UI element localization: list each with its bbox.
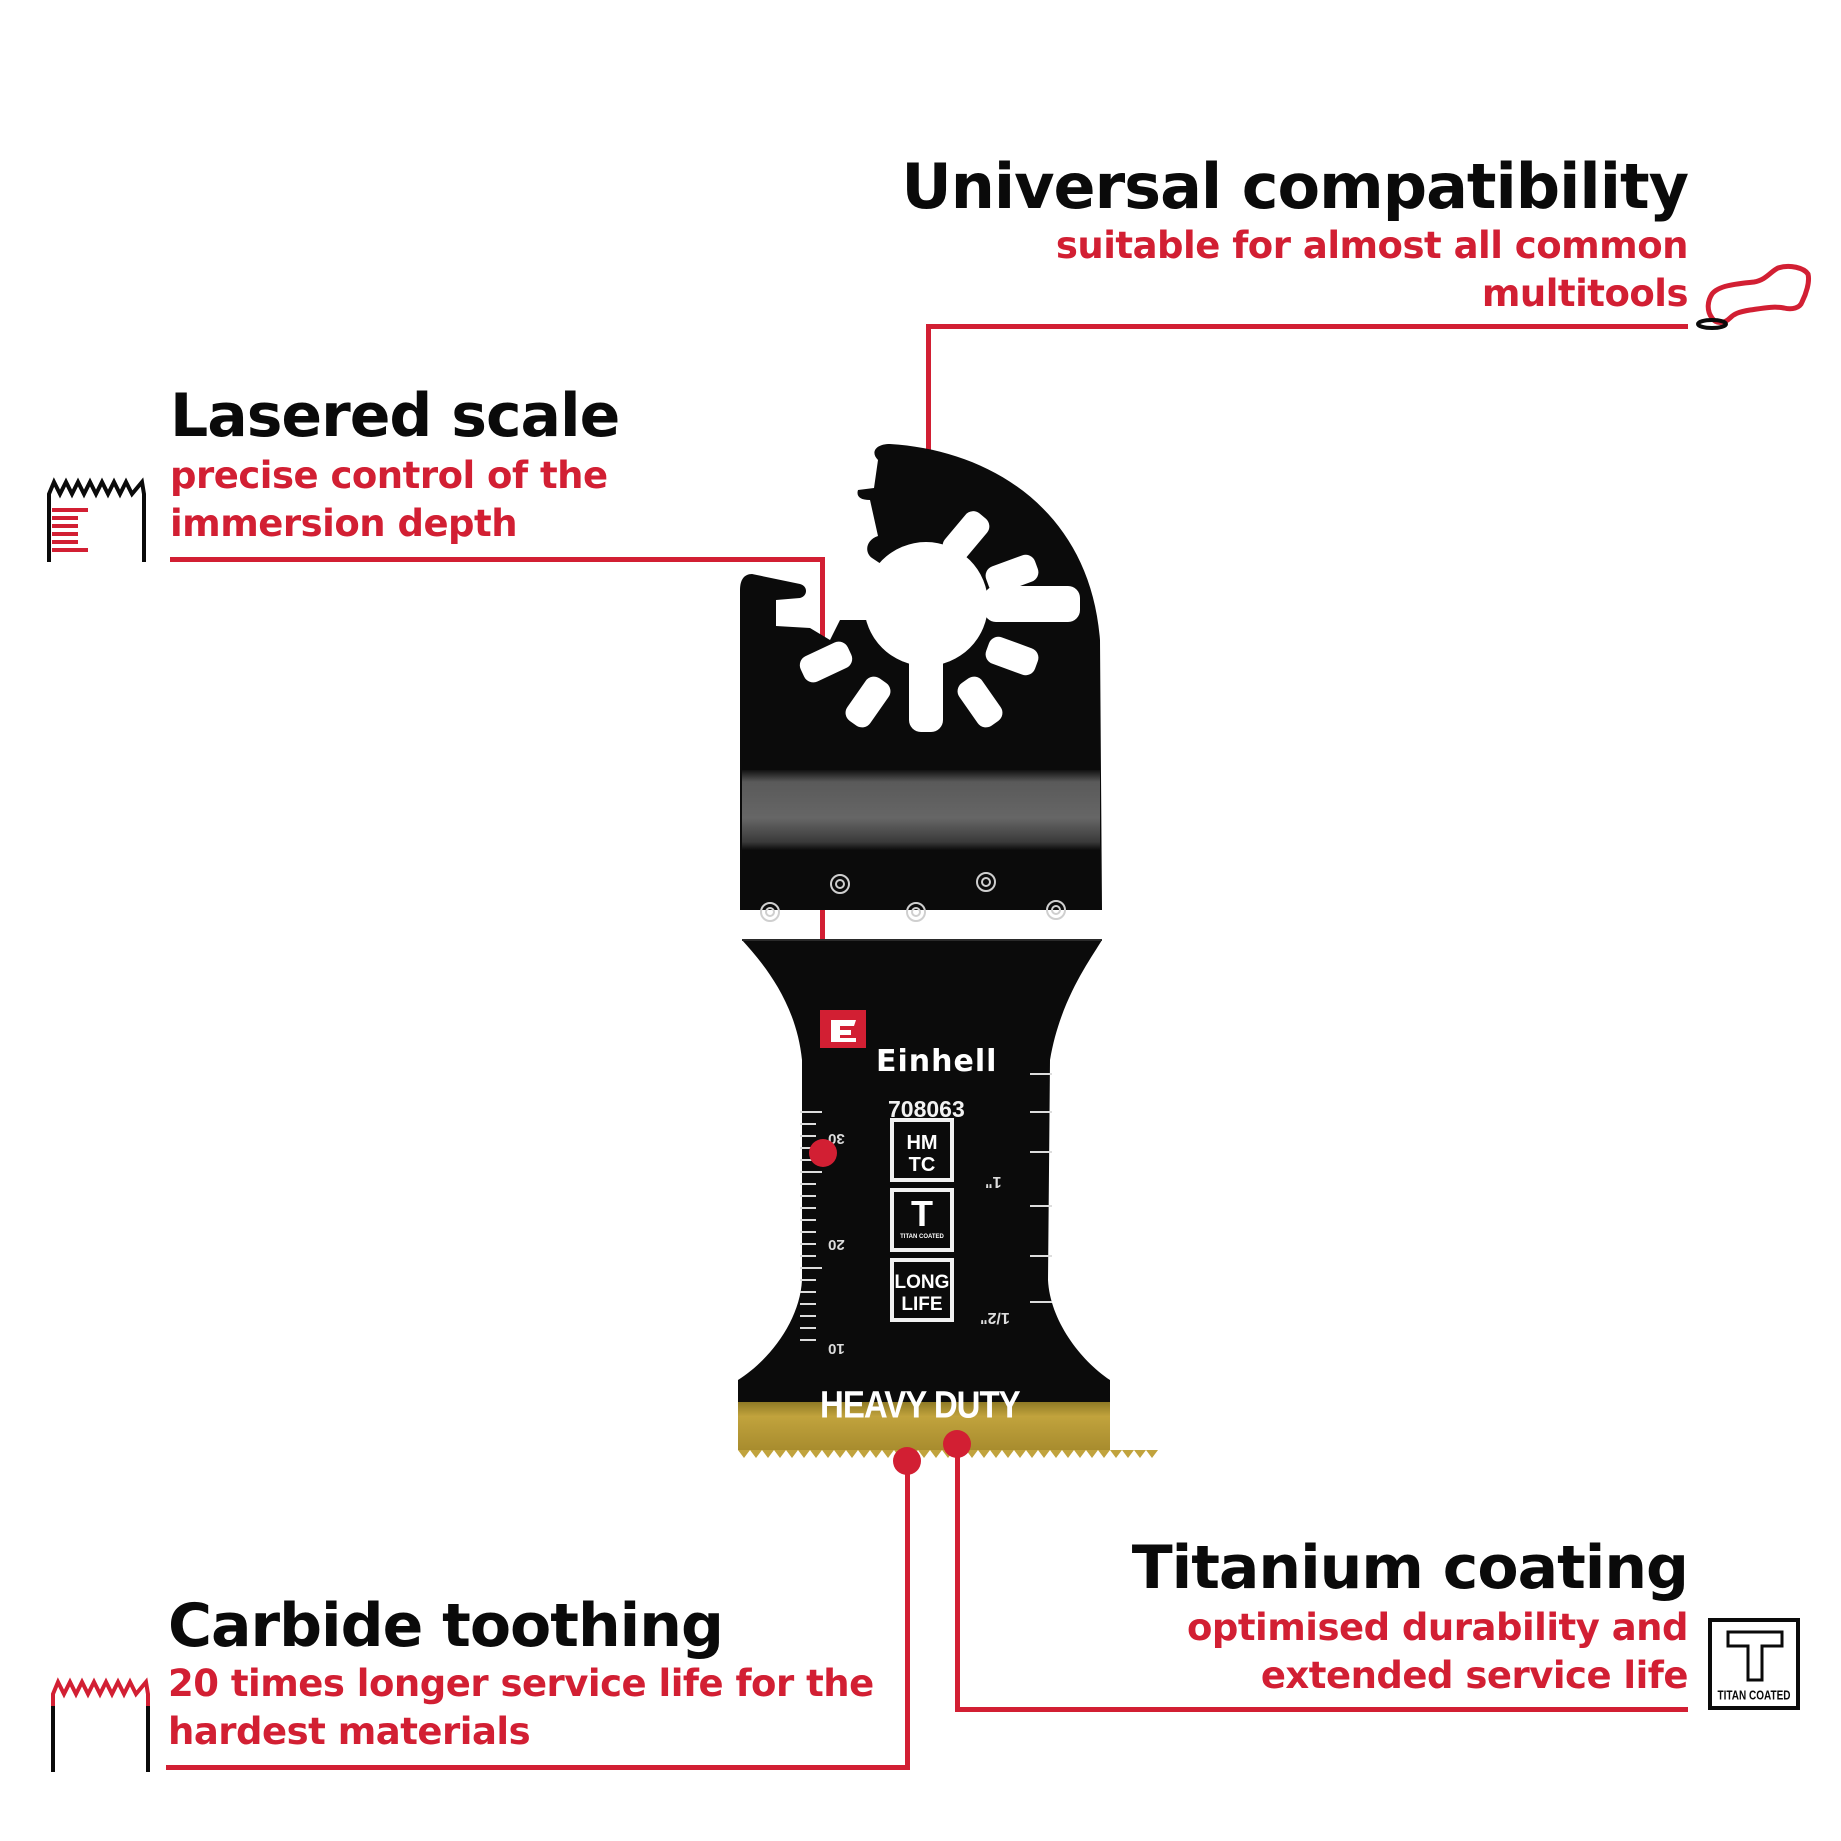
lasered-scale-title: Lasered scale — [170, 381, 620, 451]
universal-compatibility-subtitle-1: suitable for almost all common — [1055, 224, 1689, 267]
carbide-callout-line-h — [166, 1765, 910, 1770]
titanium-coating-subtitle-2: extended service life — [1260, 1654, 1689, 1697]
titanium-callout-line-v — [955, 1445, 960, 1712]
badge-titan-coated-t-icon: T — [911, 1193, 933, 1234]
universal-compatibility-subtitle-2: multitools — [1481, 272, 1689, 315]
universal-callout-line-v — [926, 324, 931, 489]
badge-titan-coated: T TITAN COATED — [892, 1194, 952, 1254]
badge-hm-tc: HM TC — [892, 1124, 952, 1184]
universal-compatibility-title: Universal compatibility — [901, 150, 1689, 223]
tooth-blade-icon — [51, 1677, 150, 1772]
titanium-coating-subtitle-1: optimised durability and — [1186, 1606, 1689, 1649]
carbide-callout-dot — [893, 1447, 921, 1475]
lasered-scale-subtitle-2: immersion depth — [170, 502, 518, 545]
carbide-toothing-subtitle-1: 20 times longer service life for the — [168, 1662, 874, 1705]
titanium-callout-dot — [943, 1430, 971, 1458]
badge-titan-coated-label: TITAN COATED — [900, 1234, 944, 1240]
badge-long-life-line1: LONG — [894, 1272, 950, 1293]
heavy-duty-label: HEAVY DUTY — [820, 1383, 1021, 1426]
carbide-toothing-title: Carbide toothing — [168, 1591, 724, 1661]
lasered-scale-callout-line-h — [170, 557, 825, 562]
titan-coated-icon: TITAN COATED — [1708, 1618, 1800, 1710]
lasered-scale-callout-dot — [809, 1139, 837, 1167]
scale-blade-icon — [47, 477, 146, 562]
brand-logo-text: Einhell — [876, 1044, 998, 1079]
universal-callout-line-h — [926, 324, 1688, 329]
badge-long-life-line2: LIFE — [901, 1294, 943, 1315]
lasered-scale-subtitle-1: precise control of the — [170, 454, 608, 497]
metric-scale-20: 20 — [828, 1236, 845, 1253]
titanium-coating-title: Titanium coating — [1131, 1533, 1689, 1603]
carbide-toothing-subtitle-2: hardest materials — [168, 1710, 531, 1753]
carbide-callout-line-v — [905, 1462, 910, 1770]
titanium-callout-line-h — [955, 1707, 1688, 1712]
titan-coated-icon-label: TITAN COATED — [1717, 1689, 1791, 1704]
inch-scale-1: 1" — [985, 1173, 1002, 1190]
badge-hm-tc-line1: HM — [906, 1132, 938, 1154]
multitool-blade-image — [738, 444, 1158, 1458]
metric-scale-10: 10 — [828, 1340, 845, 1357]
inch-scale-half: 1/2" — [980, 1309, 1010, 1326]
article-number: 708063 — [888, 1096, 965, 1122]
badge-hm-tc-line2: TC — [908, 1154, 936, 1176]
badge-long-life: LONG LIFE — [892, 1264, 952, 1324]
multitool-icon — [1696, 263, 1811, 330]
